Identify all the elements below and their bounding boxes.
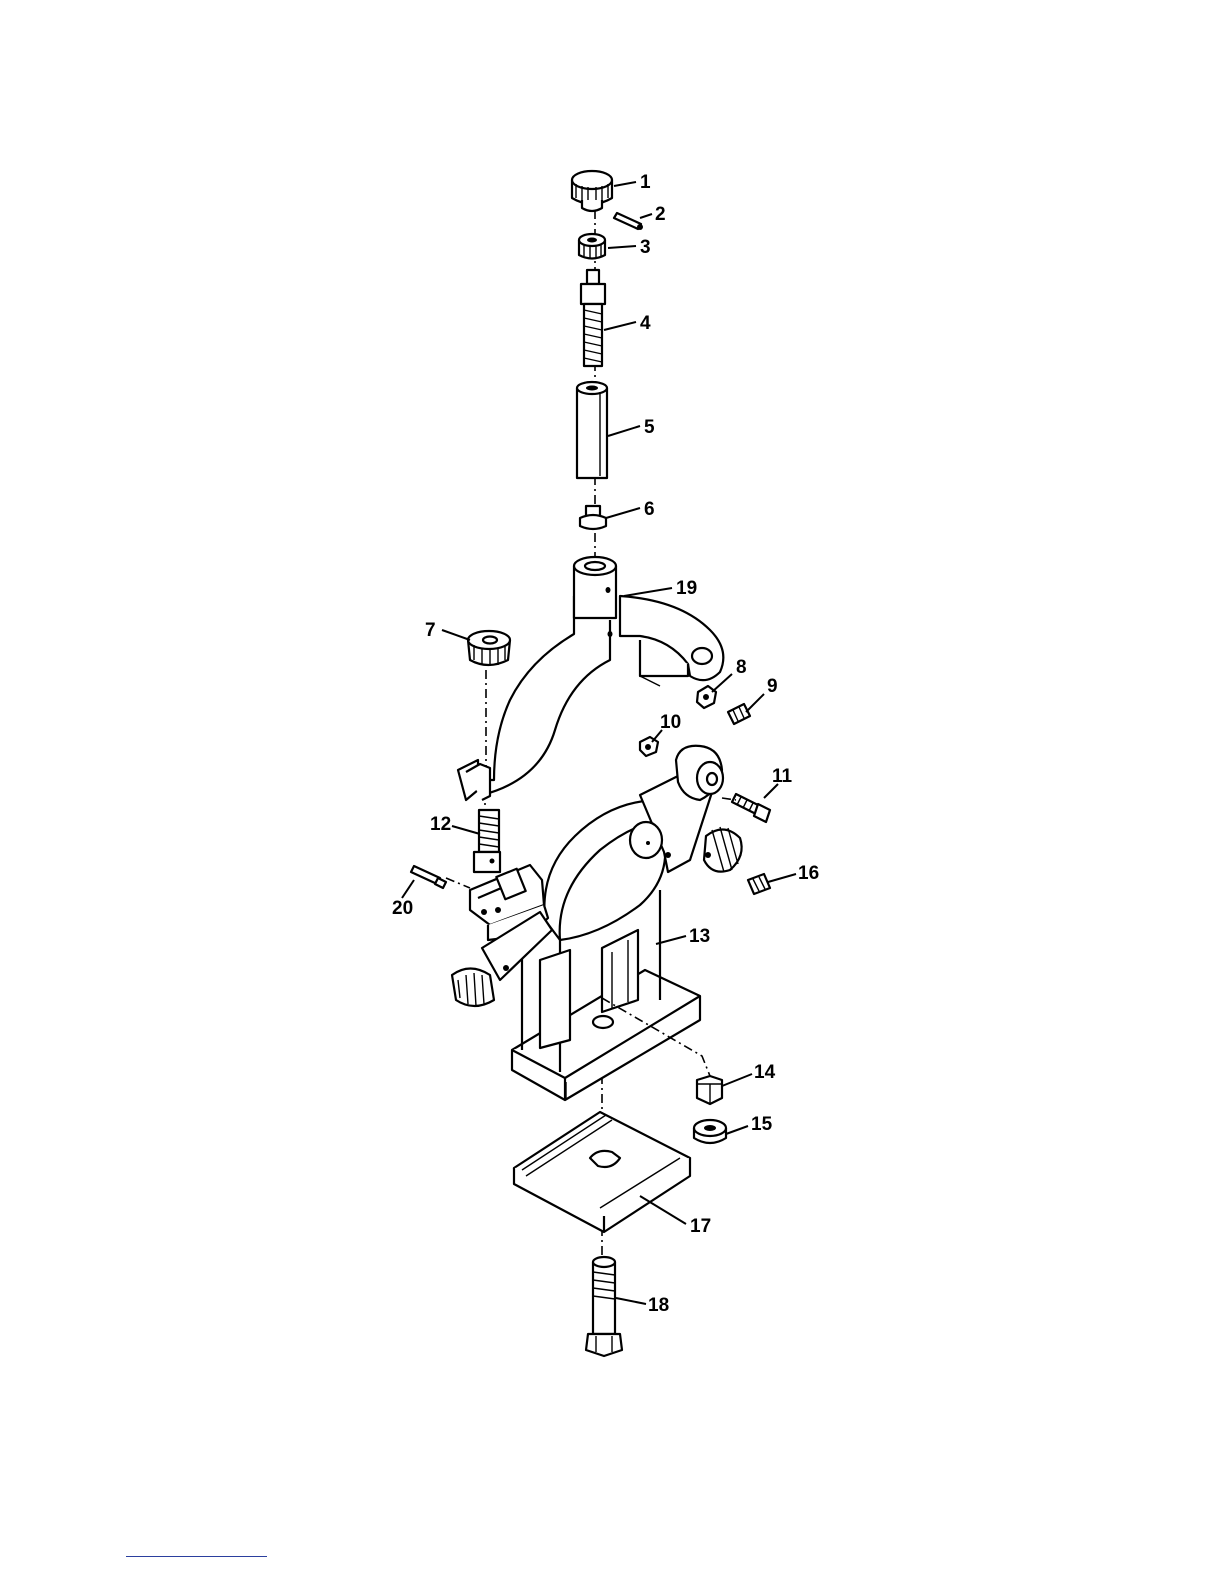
part-3-collar [579,234,605,259]
callout-1: 1 [640,172,651,193]
callout-2: 2 [655,204,666,225]
part-5-sleeve [577,382,607,478]
callout-4: 4 [640,313,651,334]
callout-3: 3 [640,237,651,258]
callout-6: 6 [644,499,655,520]
callout-9: 9 [767,676,778,697]
callout-14: 14 [754,1062,776,1083]
part-9-set-screw [728,704,750,724]
callout-13: 13 [689,926,710,947]
callout-7: 7 [425,620,436,641]
part-8-nut [697,686,716,708]
callout-8: 8 [736,657,747,678]
part-10-nut [640,737,658,756]
part-7-knob [468,631,510,666]
callout-20: 20 [392,898,413,919]
part-6-bushing [580,506,606,529]
callout-5: 5 [644,417,655,438]
callout-18: 18 [648,1295,669,1316]
right-knob [704,827,742,872]
callout-17: 17 [690,1216,711,1237]
part-20-pin [411,866,446,888]
part-2-pin [614,213,643,230]
part-15-washer [694,1120,726,1143]
part-17-clamp-plate [514,1112,690,1232]
part-1-knurled-knob [572,171,612,211]
part-18-bolt [586,1257,622,1356]
callout-10: 10 [660,712,681,733]
part-16-set-screw [748,874,770,894]
footnote-rule [126,1556,267,1557]
part-14-nut [697,1076,722,1104]
callout-16: 16 [798,863,819,884]
callout-11: 11 [772,766,793,787]
callout-15: 15 [751,1114,773,1135]
callout-19: 19 [676,578,697,599]
callout-12: 12 [430,814,451,835]
part-13-base-lower-arm [452,746,723,1100]
part-12-stud [474,810,500,872]
part-4-lead-screw [581,270,605,366]
